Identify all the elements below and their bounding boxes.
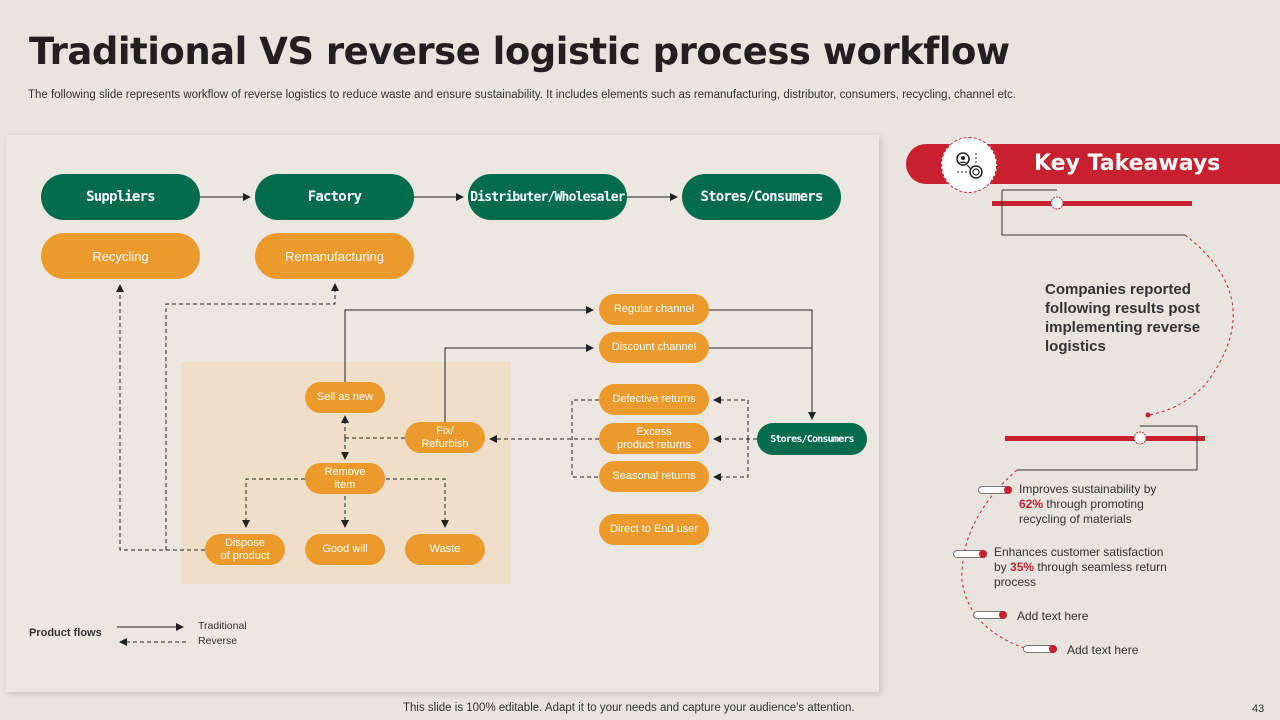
takeaway-1-post: through promoting recycling of materials: [1019, 497, 1144, 526]
takeaway-2-post: through seamless return process: [994, 560, 1167, 589]
takeaway-marker-1: [978, 486, 1012, 494]
page-title: Traditional VS reverse logistic process …: [29, 30, 1010, 73]
defective-returns-node: Defective returns: [599, 384, 709, 415]
takeaway-item-1: Improves sustainability by 62% through p…: [1019, 482, 1179, 527]
good-will-node: Good will: [305, 534, 385, 565]
network-icon: [956, 152, 983, 179]
marker-dot: [1004, 486, 1012, 494]
takeaways-intro: Companies reported following results pos…: [1045, 281, 1201, 355]
takeaway-item-2: Enhances customer satisfaction by 35% th…: [994, 545, 1174, 590]
marker-dot: [999, 611, 1007, 619]
regular-channel-node: Regular channel: [599, 294, 709, 325]
takeaway-marker-2: [953, 550, 987, 558]
page-subtitle: The following slide represents workflow …: [28, 89, 1016, 101]
page-number: 43: [1252, 703, 1265, 715]
stores-consumers-node: Stores/Consumers: [682, 174, 841, 220]
takeaway-item-4: Add text here: [1067, 643, 1139, 657]
marker-dot: [1049, 645, 1057, 653]
fix-refurbish-node: Fix/ Refurbish: [405, 422, 485, 453]
seasonal-returns-node: Seasonal returns: [599, 461, 709, 492]
excess-returns-node: Excess product returns: [599, 423, 709, 454]
takeaway-1-pct: 62%: [1019, 497, 1044, 511]
legend-traditional: Traditional: [198, 620, 247, 632]
remove-item-node: Remove item: [305, 463, 385, 494]
suppliers-node: Suppliers: [41, 174, 200, 220]
stores-consumers-small-node: Stores/Consumers: [757, 423, 867, 455]
marker-dot: [979, 550, 987, 558]
waste-node: Waste: [405, 534, 485, 565]
takeaway-2-pct: 35%: [1010, 560, 1035, 574]
factory-node: Factory: [255, 174, 414, 220]
distributer-node: Distributer/Wholesaler: [468, 174, 627, 220]
takeaway-marker-4: [1023, 645, 1057, 653]
takeaways-badge: [941, 137, 997, 193]
remanufacturing-node: Remanufacturing: [255, 233, 414, 279]
legend-reverse: Reverse: [198, 635, 238, 647]
takeaways-title: Key Takeaways: [1034, 151, 1221, 176]
dispose-node: Dispose of product: [205, 534, 285, 565]
direct-end-user-node: Direct to End user: [599, 514, 709, 545]
takeaway-item-3: Add text here: [1017, 609, 1089, 623]
sell-as-new-node: Sell as new: [305, 382, 385, 413]
takeaway-marker-3: [973, 611, 1007, 619]
discount-channel-node: Discount channel: [599, 332, 709, 363]
legend-label: Product flows: [29, 627, 102, 639]
takeaway-1-pre: Improves sustainability by: [1019, 482, 1157, 496]
takeaway-2-pre: Enhances customer satisfaction by: [994, 545, 1164, 574]
footer-note: This slide is 100% editable. Adapt it to…: [403, 702, 855, 714]
recycling-node: Recycling: [41, 233, 200, 279]
